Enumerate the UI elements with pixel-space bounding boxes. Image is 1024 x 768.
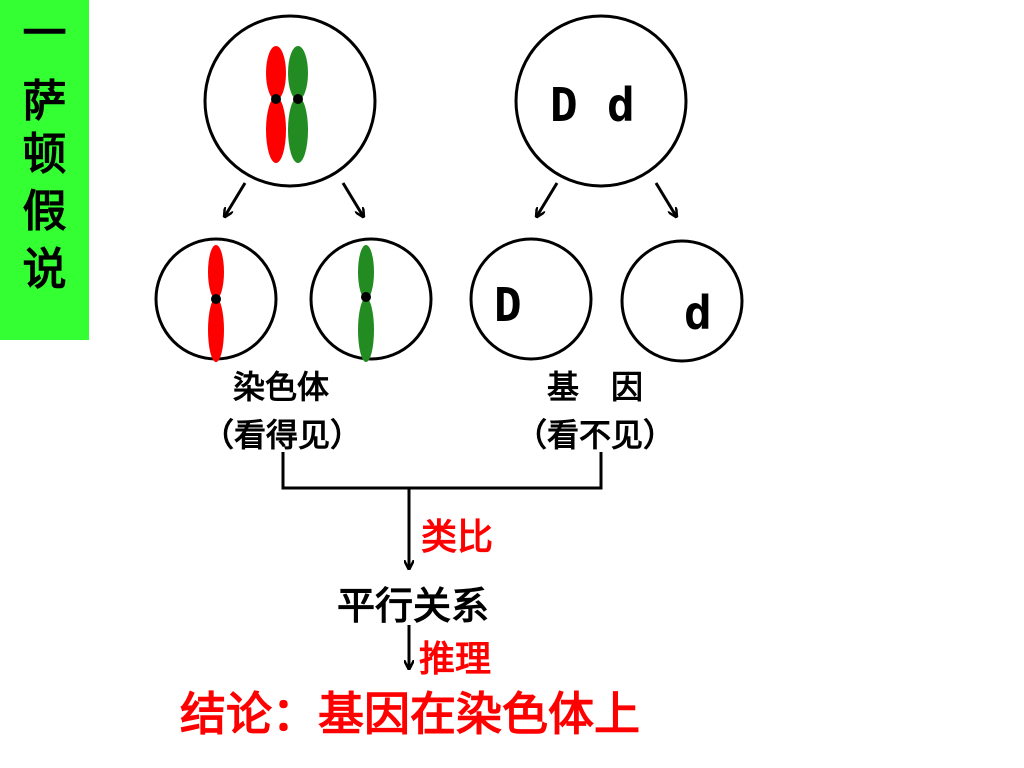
- centromere: [211, 294, 221, 304]
- arrow-right-division: [654, 182, 676, 216]
- side-label-box: 一 萨 顿 假 说: [0, 0, 89, 340]
- red-chromosome-arm-top: [266, 46, 286, 100]
- centromere: [361, 292, 371, 302]
- side-label-char-3: 顿: [22, 129, 67, 180]
- chromosome-label: 染色体: [233, 368, 330, 406]
- green-chromosome-arm-top: [288, 46, 308, 100]
- green-chromosome-arm-bottom: [358, 298, 374, 362]
- daughter-cell-green-chromosome: [309, 237, 433, 361]
- gene-label: 基 因: [547, 368, 644, 406]
- side-label-char-2: 萨: [22, 76, 67, 127]
- parallel-relation-label: 平行关系: [337, 584, 490, 628]
- side-label-char-1: 一: [22, 8, 67, 59]
- green-chromosome-arm-bottom: [288, 97, 308, 163]
- chromosome-note: （看得见）: [202, 416, 363, 454]
- analogy-label: 类比: [421, 517, 494, 558]
- side-label-char-5: 说: [22, 244, 67, 295]
- red-chromosome: [208, 245, 224, 362]
- green-chromosome: [358, 245, 374, 362]
- arrow-right-division: [341, 182, 363, 216]
- gene-label-d-child: d: [684, 286, 712, 340]
- red-chromosome-arm-top: [208, 245, 224, 299]
- daughter-cell-gene-D: [469, 237, 593, 361]
- centromere: [271, 94, 281, 104]
- gene-label-d-parent: d: [607, 78, 635, 132]
- conclusion-text: 结论：基因在染色体上: [180, 687, 640, 741]
- arrow-left-division: [225, 182, 247, 216]
- gene-label-D-child: D: [494, 278, 522, 332]
- gene-note: （看不见）: [515, 416, 676, 454]
- chromosome-pair: [266, 46, 308, 163]
- daughter-cell-gene-d: [620, 239, 744, 363]
- green-chromosome-arm-top: [358, 245, 374, 299]
- side-label-char-4: 假: [22, 186, 67, 237]
- gene-label-D-parent: D: [550, 78, 578, 132]
- parent-cell-chromosomes: [203, 14, 377, 188]
- red-chromosome-arm-bottom: [266, 97, 286, 163]
- bracket-connector: [281, 452, 603, 490]
- arrow-left-division: [537, 182, 559, 216]
- red-chromosome-arm-bottom: [208, 298, 224, 362]
- reasoning-label: 推理: [419, 639, 492, 680]
- centromere: [293, 94, 303, 104]
- parent-cell-genes: [514, 14, 688, 188]
